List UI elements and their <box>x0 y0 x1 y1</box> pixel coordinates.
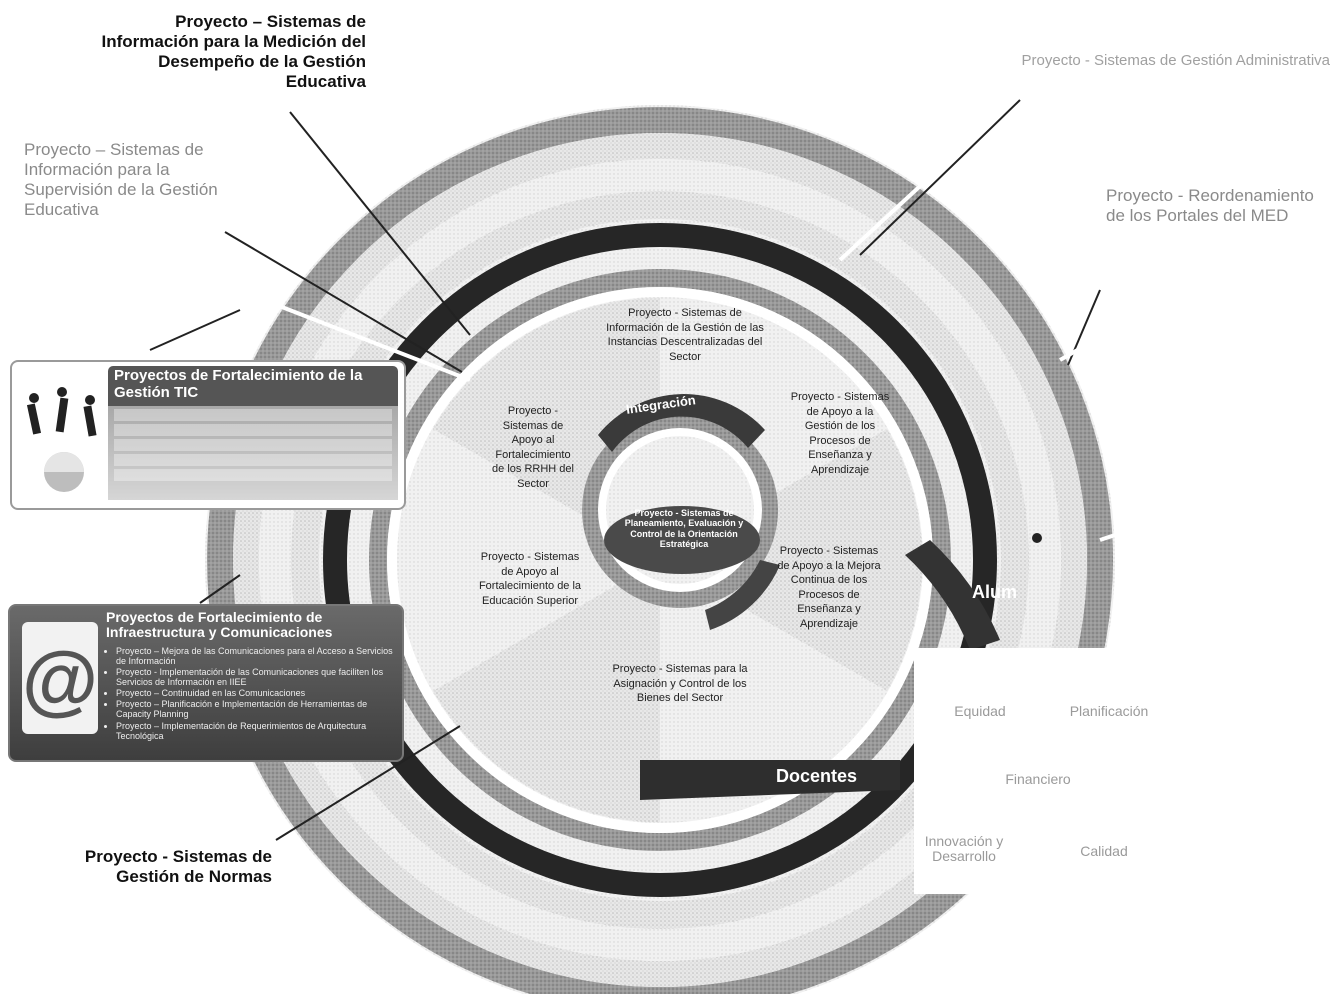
inner-pale-ring <box>348 248 972 872</box>
leader-normas <box>275 725 461 841</box>
mid-light-ring <box>291 191 1029 929</box>
tic-box-body <box>108 406 398 500</box>
separator-3 <box>1099 518 1161 542</box>
separator-2 <box>1059 318 1131 362</box>
infra-item: Proyecto – Mejora de las Comunicaciones … <box>116 646 394 666</box>
pillar-equidad: Equidad <box>954 703 1006 719</box>
label-medicion: Proyecto – Sistemas de Información para … <box>101 12 367 92</box>
outer-gray-ring <box>207 107 1113 994</box>
segment-label-mejora: Proyecto - Sistemas de Apoyo a la Mejora… <box>777 545 881 630</box>
pillar-financiero: Financiero <box>1005 771 1071 787</box>
sector-bienes <box>433 560 660 822</box>
tic-projects-box: Proyectos de Fortalecimiento de la Gesti… <box>10 360 406 510</box>
marker-dot <box>1032 533 1042 543</box>
outer-pale-ring <box>259 159 1061 961</box>
pillar-planificacion: Planificación <box>1069 703 1149 719</box>
leader-gestion-admin <box>859 99 1021 256</box>
segment-label-superior: Proyecto - Sistemas de Apoyo al Fortalec… <box>478 551 582 607</box>
infra-item: Proyecto – Planificación e Implementació… <box>116 699 394 719</box>
at-sign-icon: @ <box>18 614 102 742</box>
hub-center-label: Proyecto - Sistemas de Planeamiento, Eva… <box>624 508 744 550</box>
separator-1 <box>237 288 471 382</box>
people-logo-icon <box>20 370 104 498</box>
infra-item: Proyecto – Continuidad en las Comunicaci… <box>116 688 394 698</box>
hub-center-band <box>604 506 760 574</box>
sector-superior <box>397 429 660 691</box>
band-label-docentes: Docentes <box>776 766 858 786</box>
svg-text:@: @ <box>22 635 98 723</box>
label-normas: Proyecto - Sistemas de Gestión de Normas <box>84 847 272 887</box>
label-reordenamiento: Proyecto - Reordenamiento de los Portale… <box>1106 186 1314 226</box>
alumnos-band <box>905 540 1000 650</box>
leader-tic <box>149 309 241 351</box>
docentes-band <box>640 760 900 800</box>
pillar-calidad: Calidad <box>1080 843 1128 859</box>
hub-arrow-arc <box>705 560 780 630</box>
pillar-innovacion: Innovación y Desarrollo <box>924 833 1004 865</box>
separator-4 <box>838 138 972 262</box>
segment-label-instancias: Proyecto - Sistemas de Información de la… <box>606 307 764 363</box>
dark-ring <box>323 223 997 897</box>
infra-projects-box: @ Proyectos de Fortalecimiento de Infrae… <box>8 604 404 762</box>
ring-separators <box>237 138 1161 542</box>
integration-arc <box>598 394 765 452</box>
leader-supervision <box>224 231 463 373</box>
tic-box-title: Proyectos de Fortalecimiento de la Gesti… <box>108 366 398 408</box>
leader-infra <box>199 574 241 604</box>
infra-item: Proyecto - Implementación de las Comunic… <box>116 667 394 687</box>
label-supervision: Proyecto – Sistemas de Información para … <box>24 140 218 220</box>
pillars-panel: Equidad Planificación Financiero Innovac… <box>914 648 1154 894</box>
segment-label-ensenanza: Proyecto - Sistemas de Apoyo a la Gestió… <box>790 391 890 476</box>
sector-ensenanza <box>660 429 923 691</box>
label-gestion-admin: Proyecto - Sistemas de Gestión Administr… <box>1021 52 1330 69</box>
infra-project-list: Proyecto – Mejora de las Comunicaciones … <box>106 646 394 742</box>
leader-medicion <box>289 111 471 336</box>
segment-label-rrhh: Proyecto - Sistemas de Apoyo al Fortalec… <box>492 405 574 490</box>
hub <box>582 394 780 630</box>
infra-item: Proyecto – Implementación de Requerimien… <box>116 721 394 741</box>
outer-light-ring <box>233 133 1087 987</box>
band-label-alumnos: Alum <box>972 582 1017 602</box>
leader-lines <box>149 99 1101 841</box>
segment-label-bienes: Proyecto - Sistemas para la Asignación y… <box>612 663 748 705</box>
infra-box-title: Proyectos de Fortalecimiento de Infraest… <box>106 609 333 641</box>
